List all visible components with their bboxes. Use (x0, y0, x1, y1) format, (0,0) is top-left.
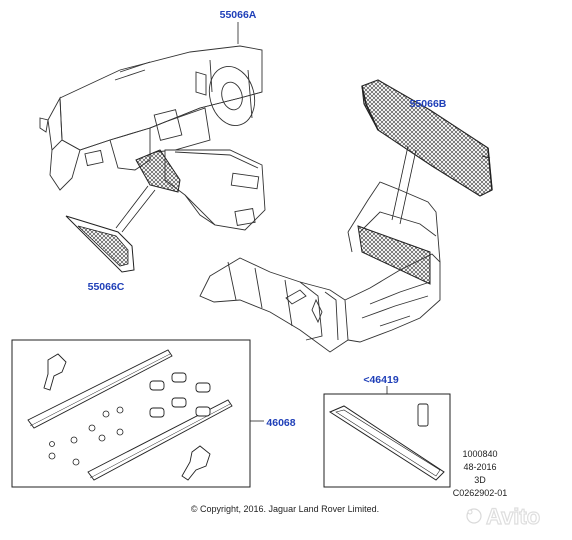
cargo-area-illustration (199, 181, 441, 353)
cargo-net-large (361, 79, 493, 197)
watermark-text: Avito (486, 504, 540, 529)
dashboard-illustration (39, 45, 266, 231)
callout-46419: <46419 (363, 374, 398, 386)
meta-line-2: 48-2016 (463, 462, 496, 472)
cargo-net-installed (357, 225, 431, 285)
callout-55066c: 55066C (88, 281, 125, 293)
meta-line-1: 1000840 (462, 449, 497, 459)
side-net (65, 215, 135, 273)
console-net (135, 149, 181, 193)
kit-box-46068 (11, 339, 264, 488)
callout-55066b: 55066B (410, 98, 447, 110)
copyright-notice: © Copyright, 2016. Jaguar Land Rover Lim… (191, 504, 379, 514)
callout-55066a: 55066A (220, 9, 257, 21)
leader-55066b (391, 145, 417, 225)
kit-box-46419 (323, 386, 451, 488)
meta-line-4: C0262902-01 (453, 488, 508, 498)
leader-55066c (115, 22, 239, 233)
meta-line-3: 3D (474, 475, 486, 485)
callout-46068: 46068 (266, 417, 295, 429)
watermark: Avito (466, 503, 541, 530)
